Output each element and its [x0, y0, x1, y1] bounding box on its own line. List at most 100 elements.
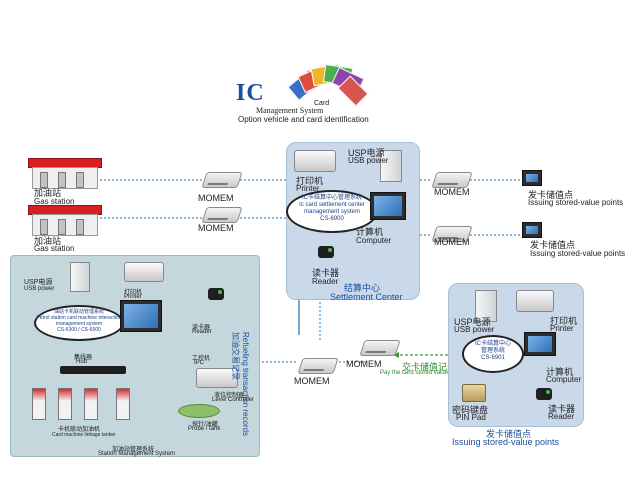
station-bubble-line-4: CS-6300 / CS-6500: [57, 327, 101, 333]
station-bubble-line-2: Petrol station card machine interaction: [36, 315, 122, 321]
stored-value-bubble-line-1: IC卡结算中心: [474, 341, 511, 347]
modem-right-top-label: MOMEM: [434, 187, 470, 197]
stored-value-reader-en: Reader: [548, 412, 575, 421]
settlement-ups-icon: [380, 150, 402, 182]
modem-left-bottom-label: MOMEM: [198, 223, 234, 233]
modem-left-top-icon: [201, 172, 243, 188]
modem-center-right-label: MOMEM: [346, 359, 382, 369]
settlement-bubble-line-4: CS-6900: [320, 216, 344, 222]
stored-value-1-computer-icon: [522, 170, 542, 186]
gas-station-2-illustration: [28, 205, 102, 236]
card-label: Card: [314, 100, 330, 107]
gas-station-1-cn: 加油站: [34, 188, 62, 198]
refuel-records-label: Refueling transaction records 加油交易记录: [230, 332, 250, 436]
station-ups-icon: [70, 262, 90, 292]
station-reader-icon: [208, 288, 224, 300]
refuel-records-cn: 加油交易记录: [231, 332, 240, 380]
stored-value-reader-icon: [536, 388, 552, 400]
station-level-controller-icon: [196, 368, 238, 388]
settlement-printer-icon: [294, 150, 336, 172]
station-printer-en: Printer: [124, 294, 142, 300]
stored-value-system-bubble: IC卡结算中心 管理系统 CS-6901: [462, 335, 524, 373]
stored-value-2-cn: 发卡储值点: [530, 240, 576, 250]
stored-value-printer-icon: [516, 290, 554, 312]
pay-record-en: Pay the card stored value record: [380, 370, 467, 376]
settlement-bubble-line-1: IC卡结算中心管理系统: [301, 195, 362, 201]
modem-center-left-icon: [297, 358, 339, 374]
modem-right-bottom-label: MOMEM: [434, 237, 470, 247]
settlement-printer-en: Printer: [296, 184, 320, 193]
probe-tank-icon: [178, 404, 220, 418]
station-hub-en: Hub: [76, 359, 88, 365]
modem-left-bottom-icon: [201, 207, 243, 223]
stored-value-computer-en: Computer: [546, 375, 582, 384]
dispenser-4-icon: [116, 388, 130, 420]
station-title-en: Station Management System: [98, 451, 176, 457]
stored-value-bubble-line-2: 管理系统: [480, 348, 505, 354]
stored-value-printer-en: Printer: [550, 324, 574, 333]
settlement-computer-en: Computer: [356, 236, 392, 245]
settlement-reader-en: Reader: [312, 277, 339, 286]
stored-value-usp-cn: USP电源: [454, 317, 491, 327]
settlement-title-cn: 结算中心: [344, 283, 381, 293]
station-bubble-line-3: management system: [55, 321, 103, 327]
station-ipc-cn: 工控机: [192, 356, 211, 362]
station-printer-cn: 打印机: [124, 290, 143, 296]
stored-value-computer-cn: 计算机: [546, 367, 574, 377]
stored-value-computer-icon: [524, 332, 556, 356]
modem-left-top-label: MOMEM: [198, 193, 234, 203]
station-usp-cn: USP电源: [24, 279, 53, 286]
stored-value-printer-cn: 打印机: [550, 316, 578, 326]
station-hub-cn: 集线器: [74, 355, 93, 361]
card-fan-icon: [287, 62, 369, 107]
station-printer-icon: [124, 262, 164, 282]
gas-station-2-en: Gas station: [34, 244, 75, 253]
refuel-records-en: Refueling transaction records: [241, 332, 250, 437]
gas-station-1-en: Gas station: [34, 197, 75, 206]
station-tanker-en: Card machine linkage tanker: [52, 432, 116, 438]
station-level-cn: 液位控制器: [214, 393, 245, 399]
stored-value-usp-en: USB power: [454, 325, 495, 334]
settlement-computer-cn: 计算机: [356, 227, 384, 237]
station-reader-en: Reader: [192, 329, 212, 335]
station-ipc-en: IPC: [194, 360, 205, 366]
station-usp-en: USB power: [24, 286, 55, 292]
pin-pad-icon: [462, 384, 486, 402]
station-system-bubble: 油站卡机联动管理系统 Petrol station card machine i…: [34, 305, 124, 341]
station-tanker-cn: 卡机联动加油机: [58, 427, 101, 433]
station-ipc-computer-icon: [120, 300, 162, 332]
station-level-en: Level Controller: [212, 397, 255, 403]
pay-record-arrowhead: [393, 352, 399, 358]
stored-value-1-cn: 发卡储值点: [528, 190, 574, 200]
stored-value-2-computer-icon: [522, 222, 542, 238]
stored-value-ups-icon: [475, 290, 497, 322]
settlement-reader-cn: 读卡器: [312, 268, 340, 278]
station-title-cn: 加油站管理系统: [112, 447, 155, 453]
gas-station-2-cn: 加油站: [34, 236, 62, 246]
station-bubble-line-1: 油站卡机联动管理系统: [53, 309, 104, 315]
stored-value-title-cn: 发卡储值点: [486, 429, 532, 439]
settlement-bubble-line-3: management system: [304, 209, 360, 215]
stored-value-bubble-line-3: CS-6901: [481, 355, 505, 361]
modem-center-left-label: MOMEM: [294, 376, 330, 386]
settlement-usp-cn: USP电源: [348, 148, 385, 158]
dispenser-1-icon: [32, 388, 46, 420]
stored-value-2-en: Issuing stored-value points: [530, 249, 626, 258]
stored-value-reader-cn: 读卡器: [548, 404, 576, 414]
header-tagline: Option vehicle and card identification: [238, 115, 369, 124]
settlement-usp-en: USB power: [348, 156, 389, 165]
settlement-printer-cn: 打印机: [296, 176, 324, 186]
station-probe-cn: 探针/油罐: [192, 422, 218, 428]
settlement-title-en: Settlement Center: [330, 292, 403, 302]
modem-right-top-icon: [431, 172, 473, 188]
dispenser-3-icon: [84, 388, 98, 420]
dispenser-2-icon: [58, 388, 72, 420]
stored-value-1-en: Issuing stored-value points: [528, 198, 624, 207]
settlement-system-bubble: IC卡结算中心管理系统 Ic card settlement center ma…: [286, 190, 378, 233]
stored-value-title-en: Issuing stored-value points: [452, 437, 560, 447]
logo-letters: IC: [236, 80, 265, 106]
stored-value-pin-cn: 密码键盘: [452, 405, 489, 415]
station-hub-icon: [60, 366, 126, 374]
modem-center-right-icon: [359, 340, 401, 356]
settlement-reader-icon: [318, 246, 334, 258]
